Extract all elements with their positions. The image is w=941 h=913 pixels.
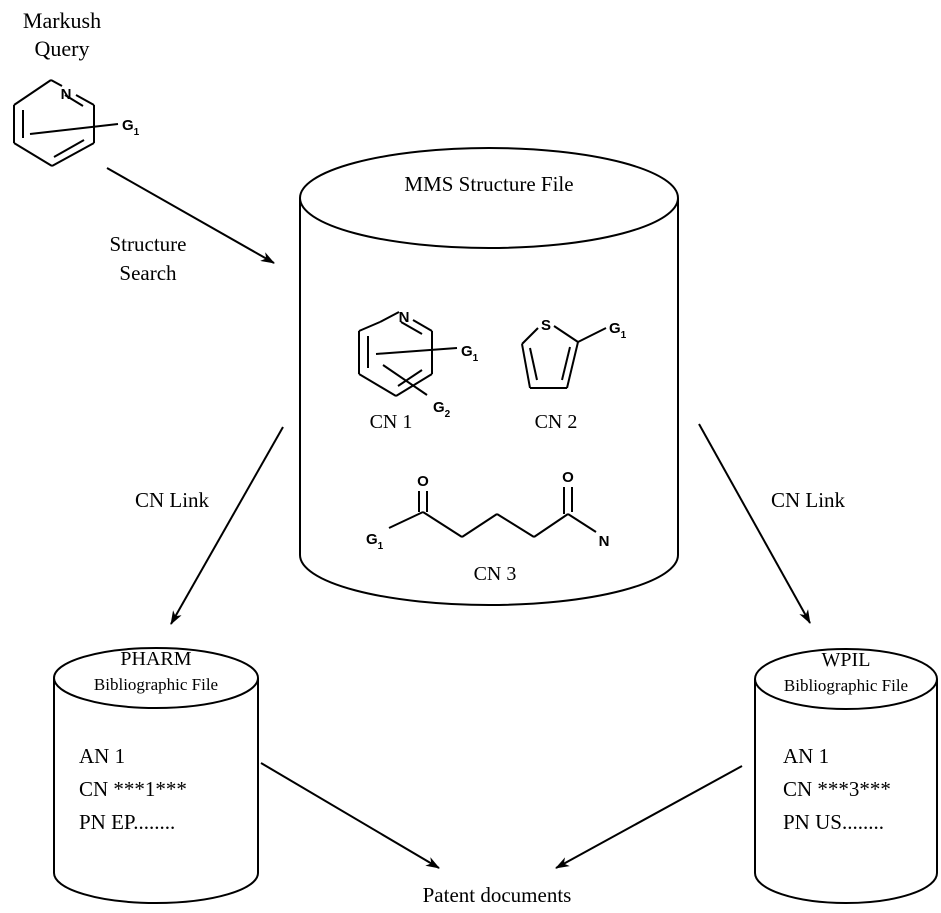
cn2-atom-s: S — [541, 317, 551, 334]
cn1-group-g1: G1 — [461, 343, 479, 364]
cn2-structure — [521, 325, 607, 389]
wpil-subtitle: Bibliographic File — [784, 676, 908, 695]
cn3-label: CN 3 — [474, 563, 517, 585]
cn3-atom-o-right: O — [562, 469, 574, 486]
cn3-structure — [388, 487, 597, 538]
cn-link-left-label: CN Link — [135, 488, 210, 512]
markush-query: Markush Query N G1 — [13, 8, 140, 167]
cn1-label: CN 1 — [370, 411, 413, 433]
cn3-atom-n: N — [599, 533, 610, 550]
cn-link-right-label: CN Link — [771, 488, 846, 512]
arrow-wpil-to-patents — [555, 765, 743, 869]
pharm-line-cn: CN ***1*** — [79, 777, 187, 801]
cn3-group-g1: G1 — [366, 531, 384, 552]
arrow-query-to-mms — [106, 167, 275, 264]
wpil-title: WPIL — [822, 649, 871, 671]
wpil-line-cn: CN ***3*** — [783, 777, 891, 801]
mms-title: MMS Structure File — [404, 172, 573, 196]
pharm-subtitle: Bibliographic File — [94, 675, 218, 694]
arrow-mms-to-pharm — [170, 426, 284, 625]
query-group-g1: G1 — [122, 117, 140, 138]
mms-structure-file-cylinder: MMS Structure File N G1 G2 CN 1 — [299, 147, 679, 606]
pharm-bibliographic-file-cylinder: PHARM Bibliographic File AN 1 CN ***1***… — [53, 647, 259, 904]
pharm-line-pn: PN EP........ — [79, 810, 175, 834]
wpil-line-an: AN 1 — [783, 744, 829, 768]
cn1-atom-n: N — [399, 309, 410, 326]
wpil-line-pn: PN US........ — [783, 810, 884, 834]
query-pyridine-ring — [13, 79, 119, 167]
query-title-line1: Markush — [23, 8, 101, 33]
query-atom-n: N — [61, 86, 72, 103]
cn2-label: CN 2 — [535, 411, 578, 433]
pharm-line-an: AN 1 — [79, 744, 125, 768]
cn3-atom-o-left: O — [417, 473, 429, 490]
arrow-pharm-to-patents — [260, 762, 440, 869]
arrows — [106, 167, 811, 869]
cn1-group-g2: G2 — [433, 399, 451, 420]
patent-documents-label: Patent documents — [423, 883, 572, 907]
arrow-mms-to-wpil — [698, 423, 811, 624]
query-title-line2: Query — [35, 36, 90, 61]
pharm-title: PHARM — [120, 648, 191, 670]
wpil-bibliographic-file-cylinder: WPIL Bibliographic File AN 1 CN ***3*** … — [754, 648, 938, 904]
structure-search-label-line1: Structure — [110, 232, 187, 256]
structure-search-label-line2: Search — [119, 261, 177, 285]
cn2-group-g1: G1 — [609, 320, 627, 341]
cn1-structure — [358, 311, 458, 397]
